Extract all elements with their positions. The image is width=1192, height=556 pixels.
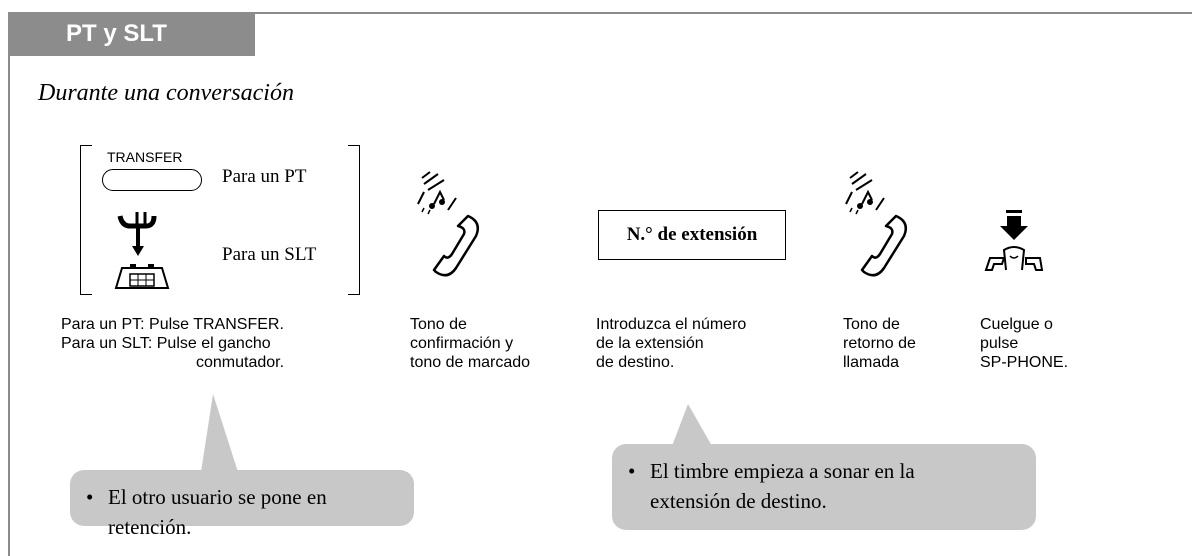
transfer-key-label: TRANSFER (107, 149, 183, 165)
hookswitch-press-icon (114, 212, 170, 289)
bullet: • (628, 459, 636, 483)
step1-caption-line2: Para un SLT: Pulse el gancho (61, 335, 271, 352)
step1-caption-line1: Para un PT: Pulse TRANSFER. (61, 316, 284, 333)
step4-caption-line3: llamada (843, 354, 900, 371)
step2-caption-line2: confirmación y (410, 335, 514, 352)
step4-caption-line1: Tono de (843, 316, 900, 333)
note-ring-line1: El timbre empieza a sonar en la (650, 459, 915, 483)
option-bracket-left (80, 145, 92, 295)
option-bracket-right (348, 145, 360, 295)
option-slt-label: Para un SLT (222, 244, 317, 265)
note-callout-ring: • El timbre empieza a sonar en la extens… (612, 444, 1036, 530)
step3-caption-line2: de la extensión (596, 335, 704, 352)
step3-caption-line3: de destino. (596, 354, 675, 371)
option-pt-label: Para un PT (222, 166, 307, 187)
step4-caption-line2: retorno de (843, 335, 916, 352)
step2-caption-line3: tono de marcado (410, 354, 531, 371)
section-subtitle: Durante una conversación (38, 80, 294, 106)
step1-caption-line3: conmutador. (196, 354, 285, 371)
note-callout-hold: • El otro usuario se pone en retención. (70, 470, 414, 539)
section-frame (8, 12, 1192, 556)
note-hold-text: El otro usuario se pone en retención. (108, 485, 327, 539)
step5-caption-line1: Cuelgue o (980, 316, 1053, 333)
step5-caption-line3: SP-PHONE. (980, 354, 1069, 371)
bullet: • (86, 485, 94, 509)
hang-up-icon (984, 210, 1044, 271)
extension-number-box: N.° de extensión (598, 210, 786, 260)
handset-tone-icon (417, 171, 479, 277)
note-ring-line2: extensión de destino. (650, 489, 827, 513)
step3-caption-line1: Introduzca el número (596, 316, 747, 333)
step5-caption-line2: pulse (980, 335, 1019, 352)
step2-caption-line1: Tono de (410, 316, 467, 333)
transfer-button[interactable] (102, 169, 202, 191)
section-tab: PT y SLT (8, 12, 255, 56)
handset-tone-icon (845, 171, 907, 277)
